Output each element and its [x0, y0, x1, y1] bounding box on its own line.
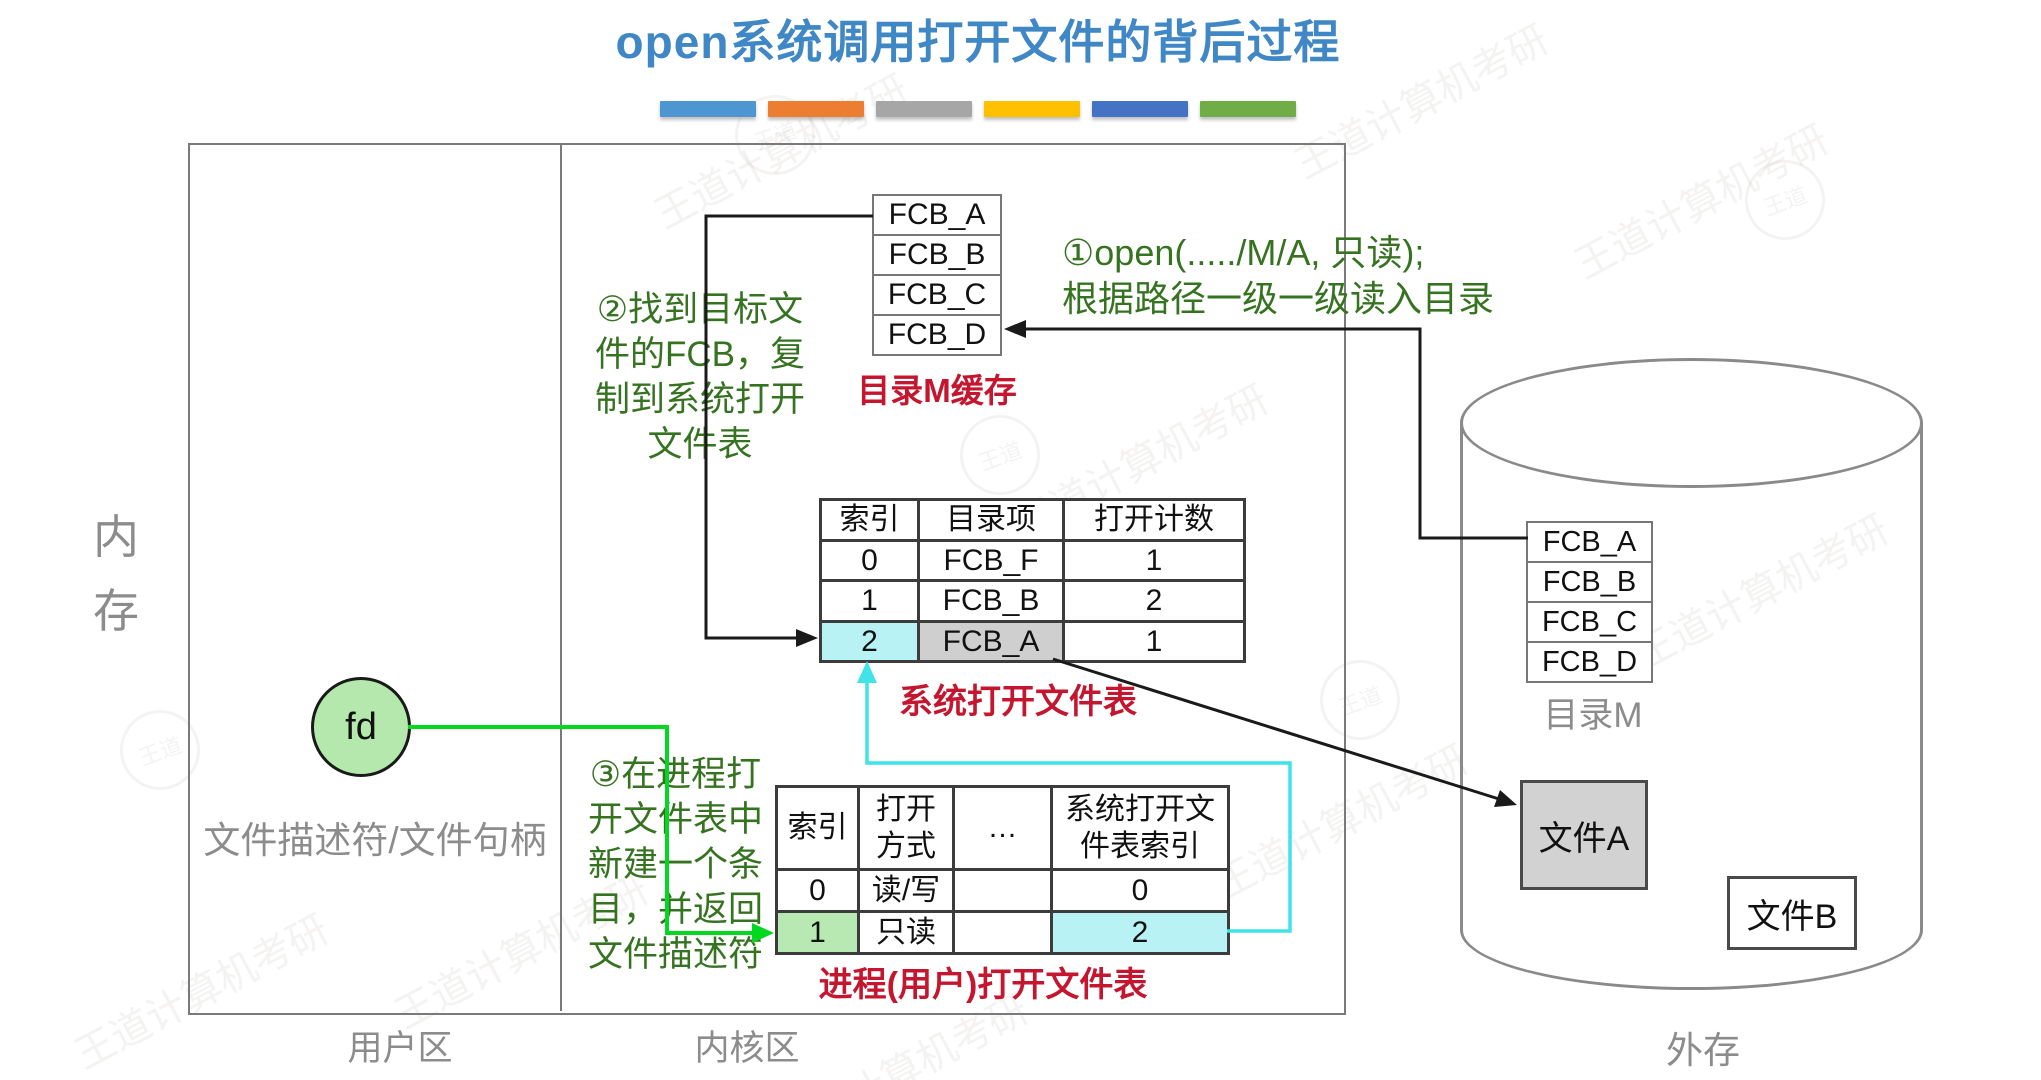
file-b-box: 文件B: [1727, 876, 1857, 950]
fd-circle: fd: [311, 677, 411, 777]
annotation-step3: ③在进程打 开文件表中 新建一个条 目，并返回 文件描述符: [568, 752, 783, 977]
proc-col-ellipsis: …: [952, 785, 1053, 871]
system-table-caption: 系统打开文件表: [899, 683, 1137, 721]
sys-cell: 0: [819, 538, 920, 582]
title-underline-bar: [876, 101, 972, 117]
annotation-step1: ①open(...../M/A, 只读); 根据路径一级一级读入目录: [1062, 230, 1582, 322]
disk-dir-table: FCB_A FCB_B FCB_C FCB_D: [1526, 521, 1653, 683]
kernel-area-label: 内核区: [694, 1029, 800, 1068]
sys-cell: 2: [1062, 579, 1246, 623]
proc-col-index: 索引: [775, 785, 860, 871]
annotation-step2: ②找到目标文 件的FCB，复 制到系统打开 文件表: [580, 287, 820, 467]
dir-cache-row: FCB_A: [872, 194, 1002, 236]
dir-cache-row: FCB_B: [872, 234, 1002, 276]
system-open-file-table: 索引 目录项 打开计数 0 FCB_F 1 1 FCB_B 2 2 FCB_A …: [819, 498, 1246, 663]
proc-cell-systable-2: 2: [1050, 910, 1230, 955]
proc-col-openmode: 打开方式: [857, 785, 955, 871]
annotation-step1-line2: 根据路径一级一级读入目录: [1062, 278, 1495, 319]
user-kernel-divider: [560, 143, 562, 1011]
sys-cell: 1: [1062, 619, 1246, 663]
disk-dir-caption: 目录M: [1543, 696, 1643, 735]
dir-cache-table: FCB_A FCB_B FCB_C FCB_D: [872, 194, 1002, 356]
annotation-step2-line: 文件表: [647, 425, 753, 464]
annotation-step2-line: ②找到目标文: [596, 290, 804, 329]
memory-label: 内存: [93, 511, 139, 637]
proc-cell: [952, 868, 1053, 913]
sys-col-direntry: 目录项: [917, 498, 1065, 542]
file-a-box: 文件A: [1520, 780, 1648, 890]
annotation-step3-line: 目，并返回: [587, 890, 763, 929]
proc-col-systable-index: 系统打开文件表索引: [1050, 785, 1230, 871]
watermark-text: 王道计算机考研: [1567, 117, 1836, 288]
proc-cell: 0: [1050, 868, 1230, 913]
external-storage-label: 外存: [1666, 1030, 1740, 1071]
title-underline-bar: [1092, 101, 1188, 117]
process-table-caption: 进程(用户)打开文件表: [818, 966, 1148, 1004]
dir-cache-caption: 目录M缓存: [857, 372, 1017, 409]
disk-dir-row: FCB_A: [1526, 521, 1653, 563]
page-title: open系统调用打开文件的背后过程: [615, 16, 1341, 68]
watermark-stamp: 王道: [1733, 148, 1837, 252]
memory-region-box: [188, 143, 1346, 1015]
sys-cell-index-2: 2: [819, 619, 920, 663]
disk-dir-row: FCB_B: [1526, 561, 1653, 603]
title-underline-bar: [1200, 101, 1296, 117]
proc-cell: 0: [775, 868, 860, 913]
annotation-step3-line: ③在进程打: [589, 755, 762, 794]
title-underline-bar: [768, 101, 864, 117]
user-area-label: 用户区: [347, 1029, 453, 1068]
annotation-step2-line: 制到系统打开: [594, 380, 805, 419]
disk-dir-row: FCB_C: [1526, 601, 1653, 643]
sys-col-opencount: 打开计数: [1062, 498, 1246, 542]
sys-cell: FCB_F: [917, 538, 1065, 582]
proc-cell-index-1: 1: [775, 910, 860, 955]
sys-cell: FCB_B: [917, 579, 1065, 623]
annotation-step1-line1: ①open(...../M/A, 只读);: [1062, 232, 1425, 273]
title-underline-bar: [660, 101, 756, 117]
title-underline-bar: [984, 101, 1080, 117]
disk-cylinder-top: [1460, 358, 1923, 488]
sys-cell: 1: [1062, 538, 1246, 582]
sys-cell-fcb-a: FCB_A: [917, 619, 1065, 663]
title-underline-bars: [660, 101, 1296, 117]
fd-caption: 文件描述符/文件句柄: [203, 820, 547, 861]
process-open-file-table: 索引 打开方式 … 系统打开文件表索引 0 读/写 0 1 只读 2: [775, 785, 1230, 955]
annotation-step2-line: 件的FCB，复: [594, 335, 805, 374]
annotation-step3-line: 文件描述符: [587, 935, 763, 974]
sys-col-index: 索引: [819, 498, 920, 542]
sys-cell: 1: [819, 579, 920, 623]
dir-cache-row: FCB_C: [872, 274, 1002, 316]
proc-cell: [952, 910, 1053, 955]
disk-dir-row: FCB_D: [1526, 641, 1653, 683]
annotation-step3-line: 开文件表中: [587, 800, 763, 839]
annotation-step3-line: 新建一个条: [587, 845, 763, 884]
dir-cache-row: FCB_D: [872, 314, 1002, 356]
proc-cell: 只读: [857, 910, 955, 955]
proc-cell: 读/写: [857, 868, 955, 913]
